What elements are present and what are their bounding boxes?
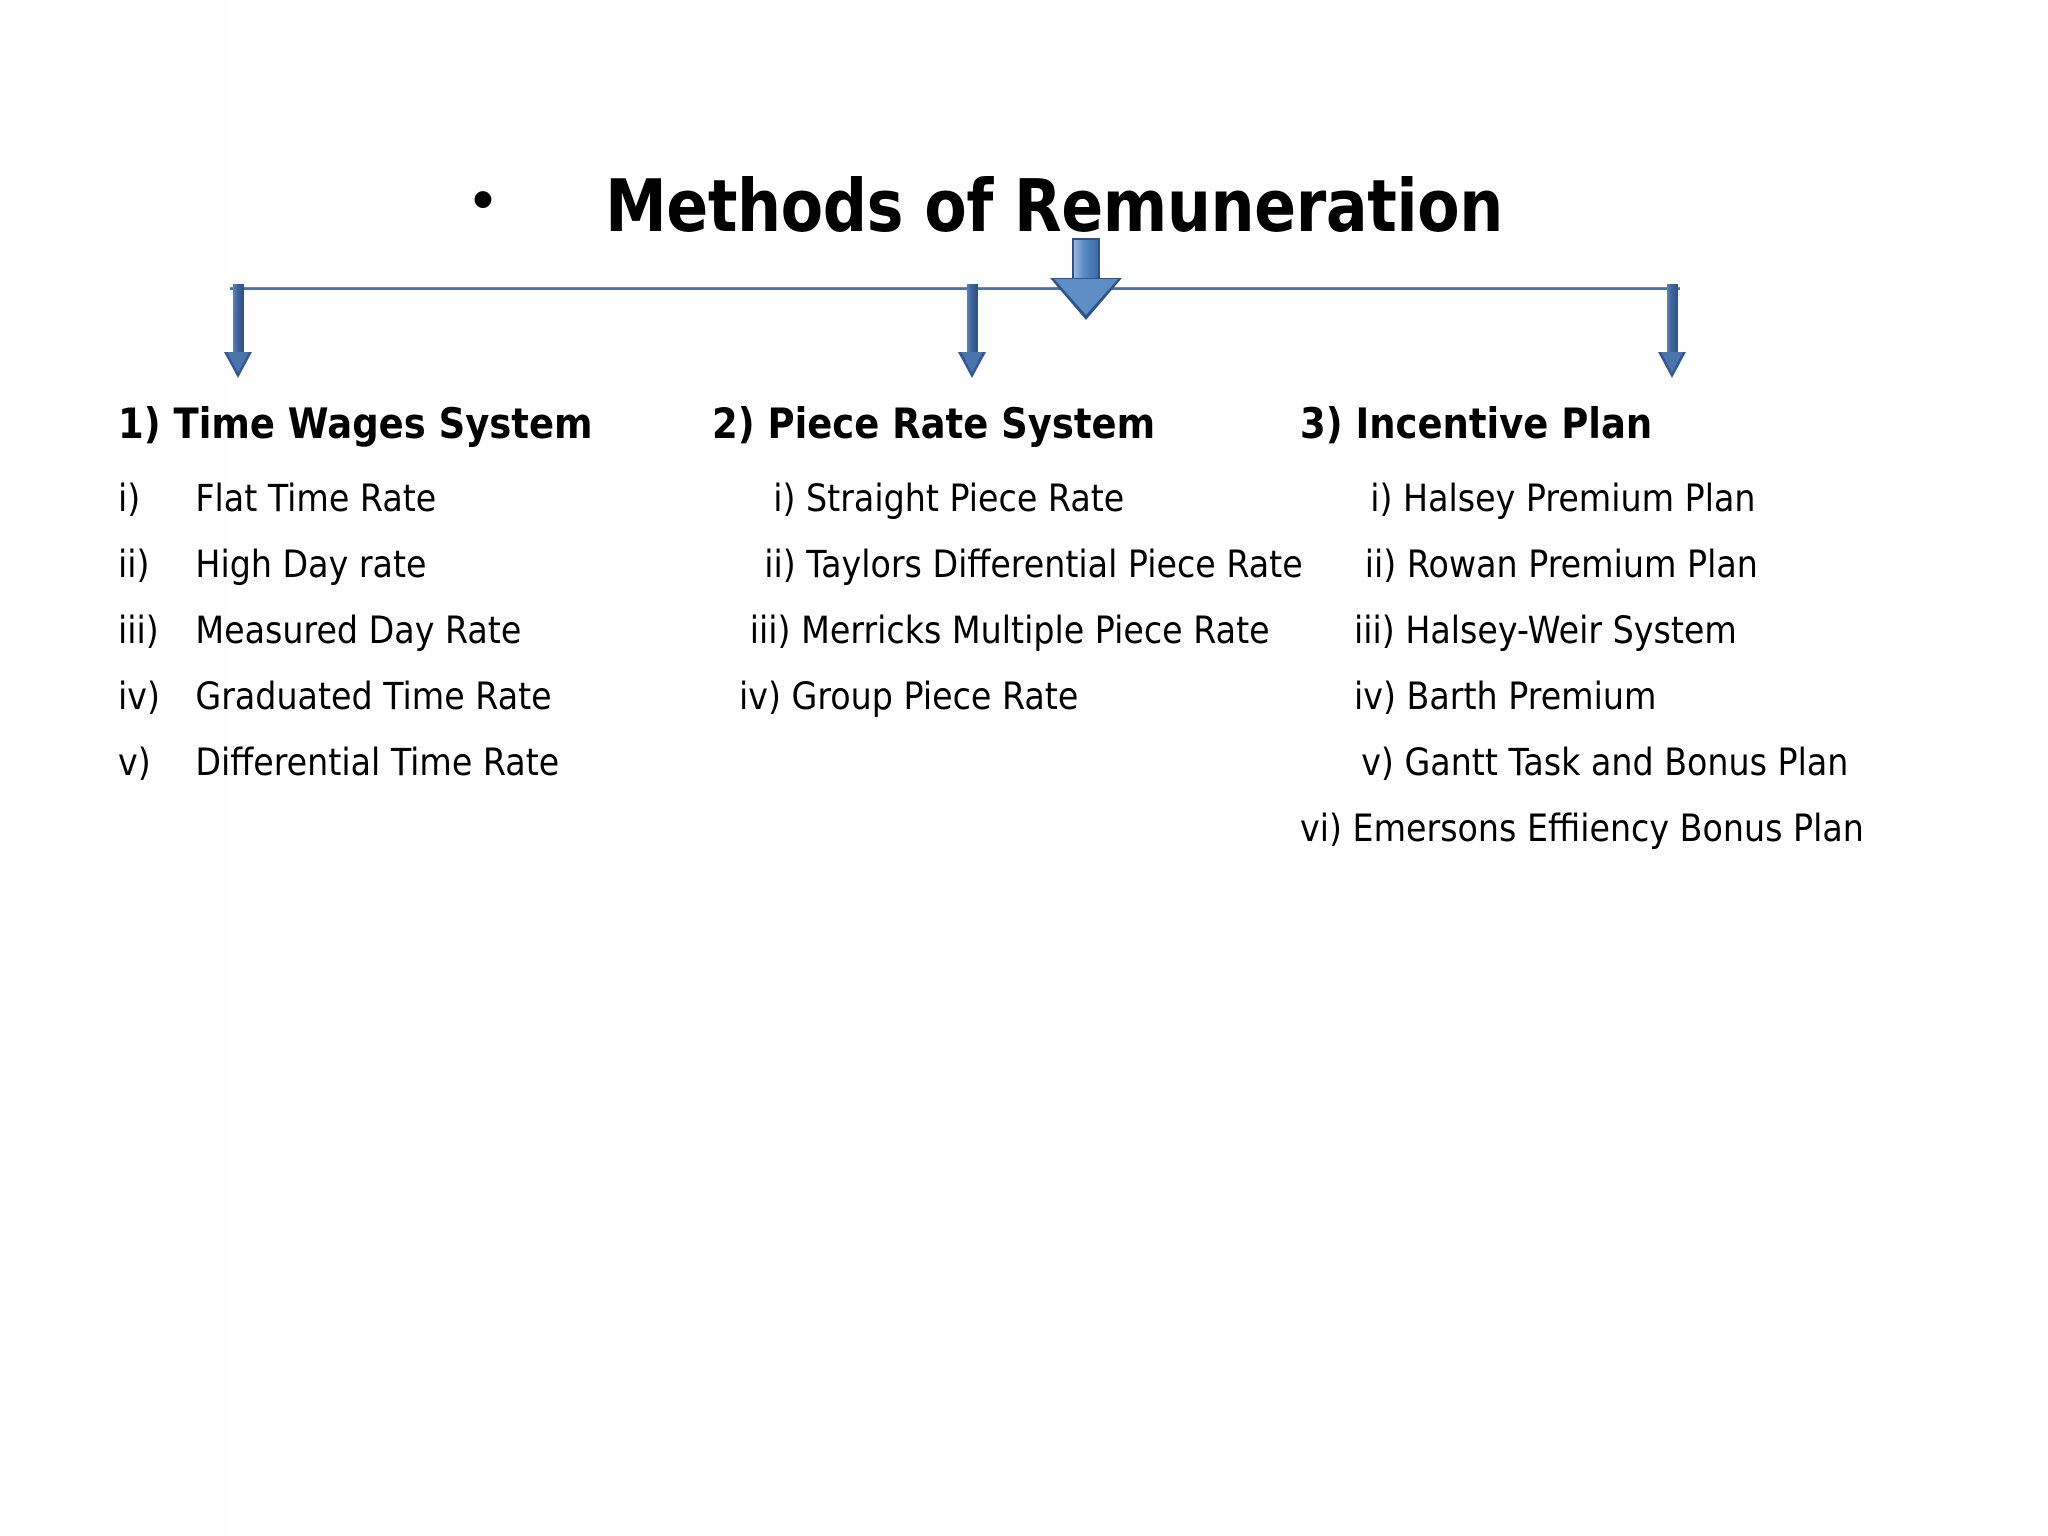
- list-item-marker: ii): [118, 543, 150, 586]
- list-item: iii) Merricks Multiple Piece Rate: [712, 598, 1306, 664]
- arrow-shaft: [1667, 284, 1678, 356]
- arrow-head-fill: [1661, 352, 1683, 373]
- list-item: i) Flat Time Rate: [118, 466, 649, 532]
- list-item-marker: i): [118, 477, 141, 520]
- page-title: • Methods of Remuneration: [0, 158, 2048, 254]
- list-item: ii) High Day rate: [118, 532, 649, 598]
- list-item-marker: iv): [1354, 675, 1396, 718]
- list-item-label: Taylors Differential Piece Rate: [795, 543, 1303, 586]
- horizontal-connector-line: [230, 287, 1680, 290]
- list-item-label: Measured Day Rate: [195, 609, 522, 652]
- column-piece-rate-system: 2) Piece Rate System i) Straight Piece R…: [712, 398, 1372, 730]
- title-text: Methods of Remuneration: [604, 164, 1503, 248]
- list-item-label: Flat Time Rate: [195, 477, 437, 520]
- list-item: vi) Emersons Effiiency Bonus Plan: [1300, 796, 1930, 862]
- list-item: iv) Barth Premium: [1300, 664, 1930, 730]
- list-item-label: Graduated Time Rate: [195, 675, 552, 718]
- list-item-label: Group Piece Rate: [780, 675, 1079, 718]
- slide-content-left-edge: [224, 0, 225, 1536]
- list-item-label: Rowan Premium Plan: [1396, 543, 1758, 586]
- list-item-marker: i): [773, 477, 796, 520]
- arrow-shaft: [967, 284, 978, 356]
- column-incentive-plan: 3) Incentive Plan i) Halsey Premium Plan…: [1300, 398, 2000, 862]
- list-item: v) Gantt Task and Bonus Plan: [1300, 730, 1930, 796]
- list-item-marker: iii): [1354, 609, 1395, 652]
- arrow-head-fill: [227, 352, 249, 373]
- list-item: iv) Group Piece Rate: [712, 664, 1306, 730]
- list-item-marker: v): [118, 741, 151, 784]
- column-3-list: i) Halsey Premium Plan ii) Rowan Premium…: [1300, 466, 2000, 862]
- block-arrow-head-fill: [1054, 279, 1118, 315]
- list-item-label: Halsey-Weir System: [1394, 609, 1737, 652]
- arrow-shaft: [233, 284, 244, 356]
- list-item-label: Differential Time Rate: [195, 741, 560, 784]
- arrow-head-fill: [961, 352, 983, 373]
- list-item: i) Straight Piece Rate: [712, 466, 1306, 532]
- block-arrow-shaft: [1072, 238, 1100, 282]
- list-item-label: Merricks Multiple Piece Rate: [790, 609, 1270, 652]
- list-item-marker: i): [1370, 477, 1393, 520]
- list-item-marker: iii): [118, 609, 159, 652]
- column-1-heading: 1) Time Wages System: [118, 399, 593, 448]
- list-item: ii) Rowan Premium Plan: [1300, 532, 1930, 598]
- list-item: v) Differential Time Rate: [118, 730, 649, 796]
- list-item-marker: vi): [1300, 807, 1342, 850]
- list-item-label: Straight Piece Rate: [795, 477, 1125, 520]
- list-item-label: Barth Premium: [1395, 675, 1657, 718]
- list-item-marker: iii): [749, 609, 791, 652]
- list-item-label: Gantt Task and Bonus Plan: [1393, 741, 1849, 784]
- column-time-wages-system: 1) Time Wages System i) Flat Time Rate i…: [118, 398, 708, 796]
- column-2-heading: 2) Piece Rate System: [712, 399, 1156, 448]
- column-2-list: i) Straight Piece Rate ii) Taylors Diffe…: [712, 466, 1372, 730]
- column-3-heading: 3) Incentive Plan: [1300, 399, 1653, 448]
- title-bullet-icon: •: [472, 165, 494, 234]
- list-item: iv) Graduated Time Rate: [118, 664, 649, 730]
- list-item-label: High Day rate: [195, 543, 427, 586]
- title-down-block-arrow-icon: [1050, 238, 1122, 320]
- list-item-marker: ii): [1364, 543, 1397, 586]
- list-item-label: Halsey Premium Plan: [1392, 477, 1756, 520]
- list-item: ii) Taylors Differential Piece Rate: [712, 532, 1306, 598]
- list-item: iii) Measured Day Rate: [118, 598, 649, 664]
- connector-diagram: [0, 230, 2048, 380]
- list-item-marker: ii): [764, 543, 796, 586]
- list-item: iii) Halsey-Weir System: [1300, 598, 1930, 664]
- list-item-marker: iv): [739, 675, 781, 718]
- list-item: i) Halsey Premium Plan: [1300, 466, 1930, 532]
- list-item-marker: v): [1361, 741, 1394, 784]
- column-1-list: i) Flat Time Rate ii) High Day rate iii)…: [118, 466, 708, 796]
- list-item-marker: iv): [118, 675, 160, 718]
- list-item-label: Emersons Effiiency Bonus Plan: [1341, 807, 1864, 850]
